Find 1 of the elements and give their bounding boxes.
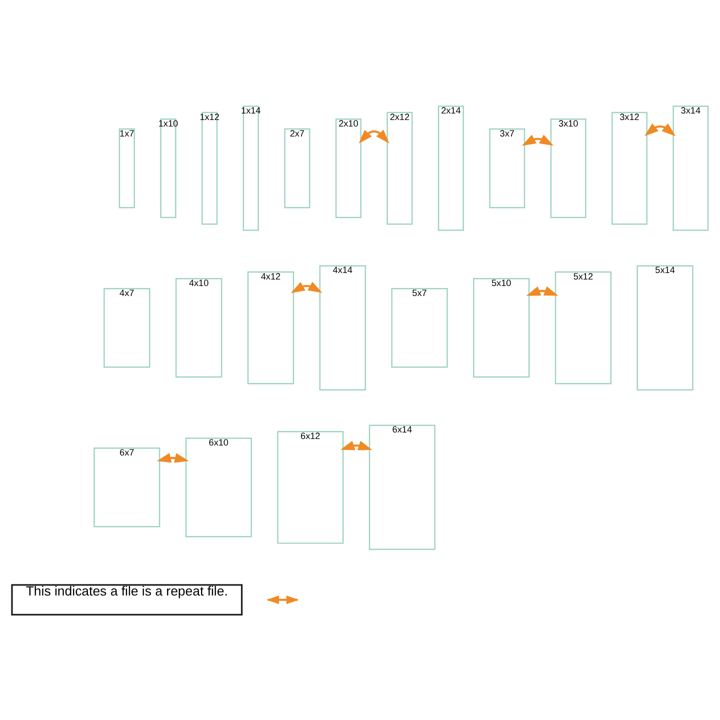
legend-label: This indicates a file is a repeat file. [26,583,228,598]
